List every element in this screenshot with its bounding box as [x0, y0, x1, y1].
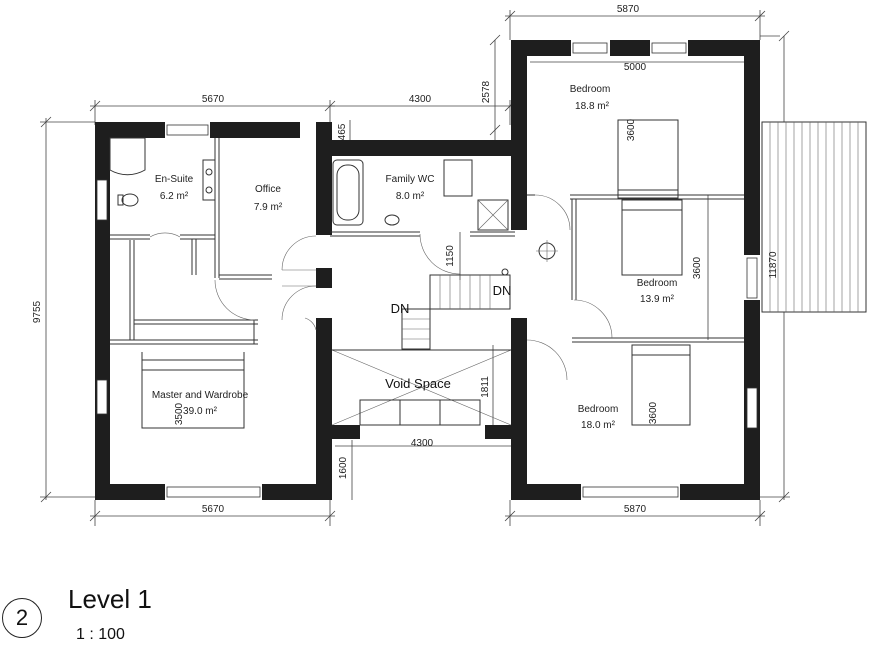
- deck: [761, 121, 867, 313]
- dim-2578: 2578: [481, 80, 492, 103]
- dim-bottom-mid: 4300: [411, 438, 434, 449]
- walls: [95, 40, 760, 500]
- room-bedroom3-name: Bedroom: [578, 404, 619, 415]
- dim-1811: 1811: [480, 376, 491, 398]
- room-bedroom1-name: Bedroom: [570, 84, 611, 95]
- room-master-name: Master and Wardrobe: [152, 390, 249, 401]
- dim-1600: 1600: [338, 456, 349, 479]
- stair-dn-2: DN: [493, 283, 512, 298]
- dim-mid-top: 4300: [409, 94, 432, 105]
- dim-bottom-right: 5870: [624, 504, 647, 515]
- stair-dn-1: DN: [391, 301, 410, 316]
- room-familywc-area: 8.0 m²: [396, 191, 425, 202]
- void-space: [331, 349, 512, 426]
- drawing-number: 2: [2, 598, 42, 638]
- dim-master-3500: 3500: [174, 402, 185, 425]
- room-ensuite-area: 6.2 m²: [160, 191, 189, 202]
- dim-bed2-3600: 3600: [692, 256, 703, 279]
- drawing-title: Level 1: [68, 584, 152, 614]
- dim-top-right: 5870: [617, 4, 640, 15]
- dim-right-height: 11870: [768, 251, 779, 279]
- labels: 5870 5000 5670 4300 2578 465 9755 11870 …: [32, 4, 779, 515]
- dim-1150: 1150: [445, 245, 456, 267]
- room-ensuite-name: En-Suite: [155, 174, 194, 185]
- dim-inner-right: 5000: [624, 62, 647, 73]
- dim-bed3-3600: 3600: [648, 401, 659, 424]
- room-bedroom3-area: 18.0 m²: [581, 420, 616, 431]
- fixtures: [109, 119, 691, 429]
- room-bedroom2-name: Bedroom: [637, 278, 678, 289]
- room-bedroom1-area: 18.8 m²: [575, 101, 610, 112]
- room-bedroom2-area: 13.9 m²: [640, 294, 675, 305]
- doors: [149, 194, 613, 381]
- drawing-scale: 1 : 100: [76, 626, 125, 643]
- partitions: [110, 138, 744, 345]
- room-office-name: Office: [255, 184, 281, 195]
- dim-left-height: 9755: [32, 300, 43, 323]
- dim-left-top: 5670: [202, 94, 225, 105]
- dim-bottom-left: 5670: [202, 504, 225, 515]
- room-office-area: 7.9 m²: [254, 202, 283, 213]
- room-void-name: Void Space: [385, 376, 451, 391]
- dim-bed1-3600: 3600: [626, 118, 637, 141]
- room-master-area: 39.0 m²: [183, 406, 218, 417]
- room-familywc-name: Family WC: [386, 174, 435, 185]
- dim-465: 465: [337, 123, 348, 140]
- stairs: [401, 268, 511, 350]
